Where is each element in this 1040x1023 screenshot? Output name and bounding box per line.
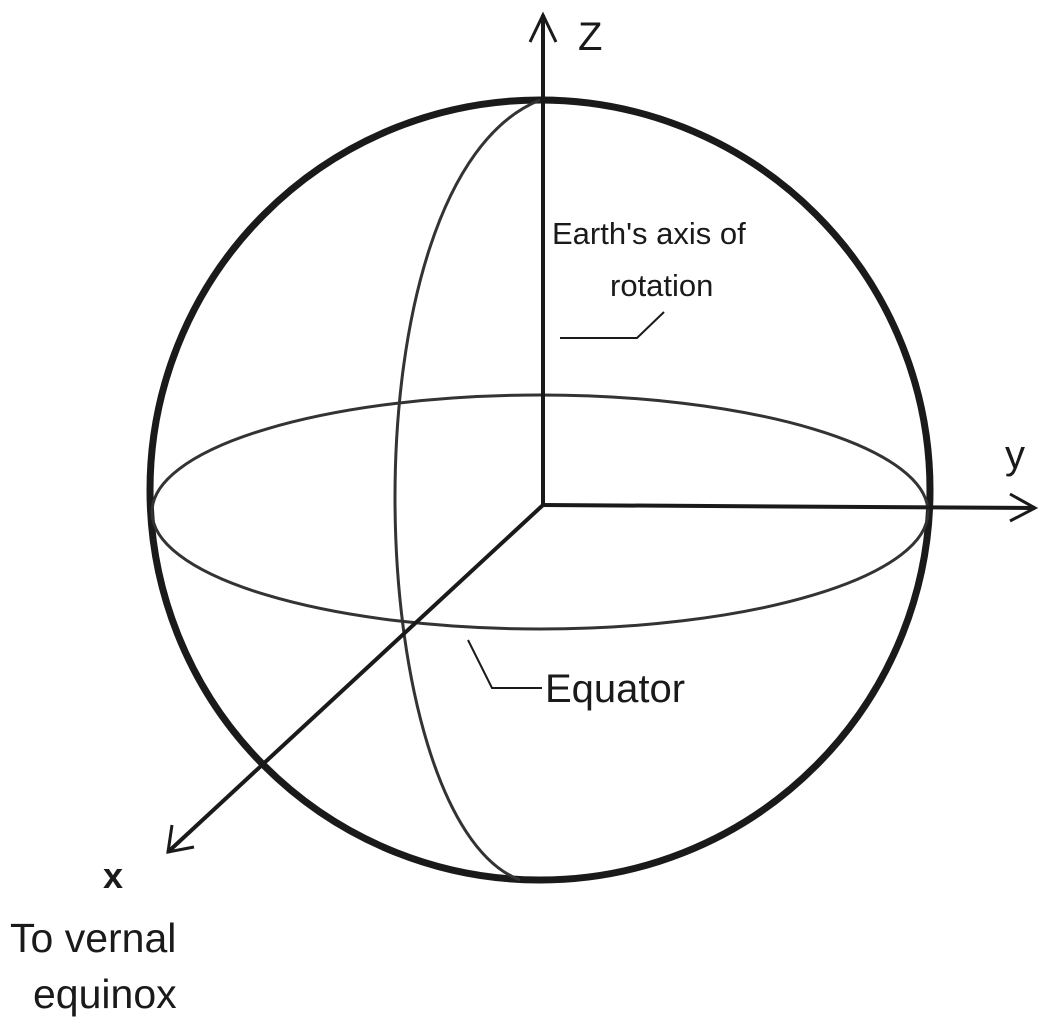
- equator-label: Equator: [545, 667, 685, 711]
- x-axis-arrowhead: [166, 824, 195, 854]
- y-axis-label: y: [1005, 433, 1025, 477]
- meridian-arc: [393, 98, 541, 882]
- rotation-leader-line: [560, 311, 665, 339]
- z-axis-label: Z: [578, 15, 602, 59]
- rotation-axis-label-line2: rotation: [610, 268, 713, 303]
- y-axis-line: [542, 503, 1036, 510]
- equator-leader-line: [467, 639, 542, 689]
- y-axis-arrowhead: [1009, 492, 1039, 523]
- vernal-equinox-label-line2: equinox: [33, 971, 177, 1017]
- x-axis-line: [166, 503, 545, 854]
- equator-ellipse: [150, 393, 930, 631]
- rotation-axis-label-line1: Earth's axis of: [552, 216, 746, 251]
- vernal-equinox-label-line1: To vernal: [10, 915, 176, 961]
- z-axis-arrowhead: [528, 11, 558, 43]
- x-axis-label: x: [103, 855, 123, 896]
